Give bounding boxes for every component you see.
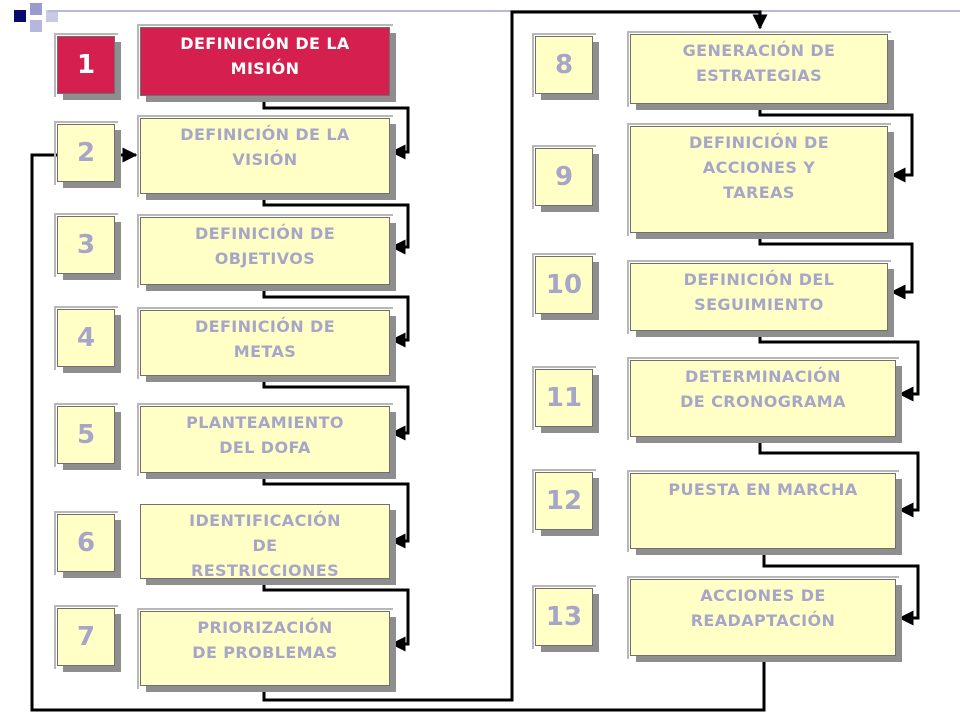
step-number-12: 12	[532, 469, 596, 533]
step-box-13: ACCIONES DE READAPTACIÓN	[627, 576, 899, 659]
step-box-2: DEFINICIÓN DE LA VISIÓN	[137, 115, 393, 197]
step-number-7: 7	[54, 605, 118, 669]
step-number-text: 8	[554, 50, 574, 80]
step-number-text: 7	[76, 622, 96, 652]
step-number-11: 11	[532, 366, 596, 430]
step-label: PRIORIZACIÓN DE PROBLEMAS	[192, 618, 338, 662]
step-number-8: 8	[532, 33, 596, 97]
step-box-1: DEFINICIÓN DE LA MISIÓN	[137, 24, 393, 99]
step-label: ACCIONES DE READAPTACIÓN	[690, 586, 836, 630]
corner-decoration	[14, 3, 58, 32]
connector-12-13	[762, 549, 920, 626]
step-number-text: 4	[76, 323, 96, 353]
step-label: DETERMINACIÓN DE CRONOGRAMA	[680, 367, 846, 411]
connector-10-11	[758, 331, 920, 402]
step-label: DEFINICIÓN DE LA VISIÓN	[180, 125, 350, 169]
step-box-12: PUESTA EN MARCHA	[627, 470, 899, 552]
step-box-5: PLANTEAMIENTO DEL DOFA	[137, 403, 393, 476]
step-number-text: 12	[545, 486, 583, 516]
step-number-text: 3	[76, 230, 96, 260]
step-label: PLANTEAMIENTO DEL DOFA	[186, 413, 344, 457]
connector-11-12	[758, 437, 920, 518]
step-number-text: 9	[554, 162, 574, 192]
step-number-6: 6	[54, 511, 118, 575]
step-label: DEFINICIÓN DE OBJETIVOS	[194, 224, 336, 268]
step-box-3: DEFINICIÓN DE OBJETIVOS	[137, 214, 393, 288]
step-number-text: 11	[545, 383, 583, 413]
connector-2-3	[262, 194, 410, 255]
connector-8-9	[758, 104, 914, 183]
step-number-text: 5	[76, 420, 96, 450]
step-box-8: GENERACIÓN DE ESTRATEGIAS	[627, 31, 891, 107]
step-label: GENERACIÓN DE ESTRATEGIAS	[682, 41, 836, 85]
step-label: IDENTIFICACIÓN DE RESTRICCIONES	[189, 511, 341, 579]
connector-7-8	[262, 10, 768, 702]
step-box-10: DEFINICIÓN DEL SEGUIMIENTO	[627, 260, 891, 334]
step-number-2: 2	[54, 121, 118, 185]
connector-5-6	[262, 473, 410, 549]
step-box-4: DEFINICIÓN DE METAS	[137, 307, 393, 379]
step-number-5: 5	[54, 403, 118, 467]
deco-square	[30, 3, 42, 15]
step-number-3: 3	[54, 213, 118, 277]
step-number-9: 9	[532, 145, 596, 209]
step-number-text: 2	[76, 138, 96, 168]
deco-square	[46, 10, 58, 22]
deco-square	[14, 10, 26, 22]
connector-9-10	[758, 233, 914, 300]
header-divider	[48, 10, 960, 12]
step-label: DEFINICIÓN DEL SEGUIMIENTO	[683, 270, 835, 314]
connector-1-2	[262, 96, 410, 160]
step-label: DEFINICIÓN DE LA MISIÓN	[180, 34, 350, 78]
step-label: PUESTA EN MARCHA	[668, 480, 858, 499]
step-number-text: 10	[545, 270, 583, 300]
step-number-text: 1	[76, 50, 96, 80]
step-number-1: 1	[54, 33, 118, 97]
step-box-6: IDENTIFICACIÓN DE RESTRICCIONES	[140, 504, 390, 579]
step-number-text: 6	[76, 528, 96, 558]
step-label: DEFINICIÓN DE METAS	[194, 317, 336, 361]
step-box-11: DETERMINACIÓN DE CRONOGRAMA	[627, 357, 899, 440]
step-number-4: 4	[54, 306, 118, 370]
step-number-13: 13	[532, 585, 596, 649]
step-box-7: PRIORIZACIÓN DE PROBLEMAS	[137, 608, 393, 689]
step-label: DEFINICIÓN DE ACCIONES Y TAREAS	[688, 133, 830, 202]
step-number-text: 13	[545, 602, 583, 632]
deco-square	[30, 20, 42, 32]
step-box-9: DEFINICIÓN DE ACCIONES Y TAREAS	[627, 123, 891, 236]
step-number-10: 10	[532, 253, 596, 317]
connector-4-5	[262, 376, 410, 441]
connector-6-7	[262, 579, 410, 652]
connector-3-4	[262, 285, 410, 348]
